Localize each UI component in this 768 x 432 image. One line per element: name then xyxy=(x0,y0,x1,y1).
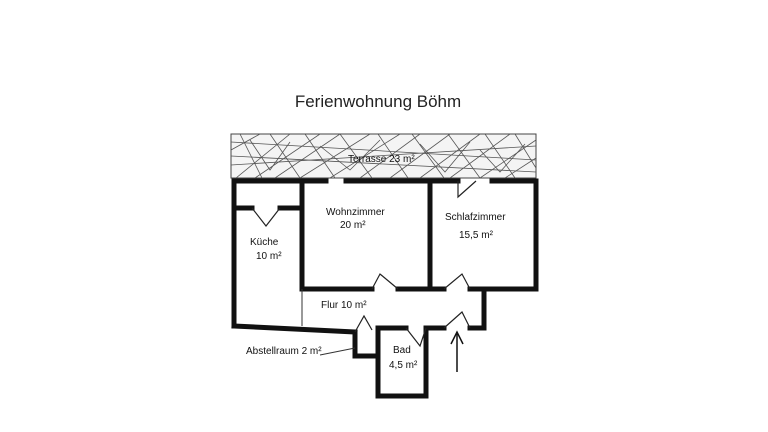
entrance-arrow xyxy=(450,330,464,372)
label-abstellraum: Abstellraum 2 m² xyxy=(246,346,322,357)
label-wohnzimmer: Wohnzimmer xyxy=(326,207,385,218)
label-schlafzimmer: Schlafzimmer xyxy=(445,212,506,223)
doors xyxy=(251,180,477,348)
wall-hall-right xyxy=(467,286,487,331)
label-kueche-area: 10 m² xyxy=(256,251,282,262)
door-terrace-bedroom xyxy=(457,180,477,199)
terrace-hatching xyxy=(231,134,536,178)
label-schlafzimmer-area: 15,5 m² xyxy=(459,230,494,241)
store-leader-line xyxy=(319,347,356,356)
label-terrasse: Terrasse 23 m² xyxy=(348,154,415,165)
plan-title: Ferienwohnung Böhm xyxy=(295,92,461,111)
door-kitchen xyxy=(251,207,281,227)
label-wohnzimmer-area: 20 m² xyxy=(340,220,366,231)
label-bad-area: 4,5 m² xyxy=(389,360,418,371)
label-kueche: Küche xyxy=(250,237,279,248)
label-flur: Flur 10 m² xyxy=(321,300,367,311)
wall-store xyxy=(352,325,381,359)
door-store xyxy=(354,314,373,333)
wall-bath xyxy=(375,325,429,399)
door-living xyxy=(371,273,399,290)
label-bad: Bad xyxy=(393,345,411,356)
wall-bottom-kitchen xyxy=(231,323,358,335)
door-bedroom xyxy=(443,273,471,290)
door-entrance xyxy=(443,311,471,329)
door-bath xyxy=(405,327,427,348)
wall-living-left-bottom xyxy=(299,178,375,292)
thin-lines xyxy=(301,289,356,356)
terrace xyxy=(230,133,537,179)
